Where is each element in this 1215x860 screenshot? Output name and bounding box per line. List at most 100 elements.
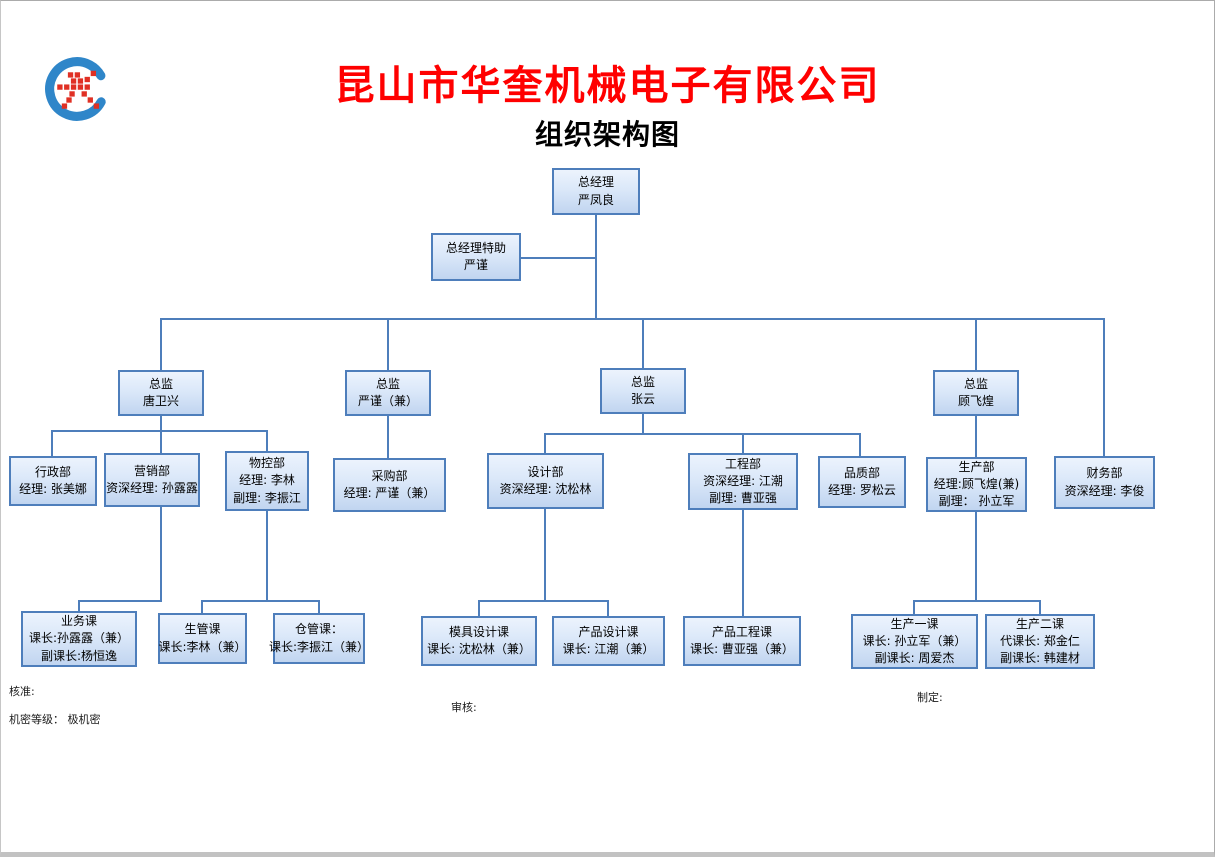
org-node-text: 课长:李振江（兼）	[268, 639, 370, 654]
org-node-text: 课长: 曹亚强（兼）	[690, 642, 794, 656]
org-node-sec-production-control: 生管课课长:李林（兼）	[158, 613, 247, 664]
connector-line	[595, 214, 597, 320]
org-node-text: 张云	[630, 392, 655, 406]
org-node-text: 副课长: 周爱杰	[874, 651, 955, 666]
org-node-sec-product-design: 产品设计课课长: 江潮（兼）	[552, 616, 665, 666]
org-node-text: 品质部	[843, 465, 880, 480]
connector-line	[51, 430, 53, 457]
connector-line	[160, 318, 1105, 320]
org-node-text: 总监	[630, 374, 655, 389]
org-node-text: 唐卫兴	[142, 394, 179, 408]
connector-line	[51, 430, 268, 432]
org-node-text: 生管课	[184, 622, 221, 637]
org-node-text: 经理: 严谨（兼）	[343, 486, 436, 500]
connector-line	[544, 433, 861, 435]
connector-line	[607, 600, 609, 617]
org-node-text: 行政部	[34, 464, 71, 479]
org-node-text: 严谨（兼）	[357, 394, 418, 408]
connector-line	[913, 600, 1041, 602]
org-node-text: 资深经理: 孙露露	[106, 481, 198, 495]
org-node-text: 课长:李林（兼）	[158, 639, 247, 654]
org-node-dept-marketing: 营销部资深经理: 孙露露	[104, 453, 200, 507]
org-node-text: 营销部	[133, 463, 170, 478]
org-node-text: 严凤良	[577, 192, 614, 207]
connector-line	[201, 600, 320, 602]
org-node-text: 课长: 沈松林（兼）	[427, 642, 531, 656]
footer-secrecy-label: 机密等级： 极机密	[9, 713, 101, 726]
org-node-gm: 总经理严凤良	[552, 168, 640, 215]
company-title: 昆山市华奎机械电子有限公司	[334, 62, 881, 109]
connector-line	[642, 318, 644, 369]
org-node-sec-production-2: 生产二课代课长: 郑金仁副课长: 韩建材	[985, 614, 1095, 669]
org-node-text: 顾飞煌	[957, 394, 994, 408]
org-node-director-zhangyun: 总监张云	[600, 368, 686, 414]
connector-line	[478, 600, 480, 617]
connector-line	[78, 600, 80, 612]
org-node-dept-finance: 财务部资深经理: 李俊	[1054, 456, 1155, 509]
org-node-text: 副理: 李振江	[233, 490, 301, 505]
connector-line	[387, 318, 389, 371]
footer-review-label: 审核:	[451, 701, 477, 714]
org-node-gm-assistant: 总经理特助严谨	[431, 233, 521, 281]
connector-line	[742, 509, 744, 617]
org-node-text: 仓管课：	[294, 622, 343, 637]
org-node-sec-business: 业务课课长:孙露露（兼） 副课长:杨恒逸	[21, 611, 137, 667]
chart-subtitle: 组织架构图	[534, 118, 680, 151]
org-node-text: 业务课	[60, 614, 97, 629]
org-node-sec-production-1: 生产一课课长: 孙立军（兼） 副课长: 周爱杰	[851, 614, 978, 669]
org-node-text: 课长:孙露露（兼）	[28, 631, 130, 646]
org-node-text: 总经理	[577, 175, 614, 190]
org-node-text: 产品工程课	[711, 624, 772, 639]
connector-line	[160, 318, 162, 371]
footer-approve-label: 核准:	[9, 685, 35, 698]
connector-line	[160, 506, 162, 602]
org-node-text: 副课长: 韩建材	[1000, 651, 1080, 666]
org-node-text: 课长: 孙立军（兼）	[862, 633, 967, 648]
org-node-text: 资深经理: 李俊	[1064, 483, 1145, 498]
org-node-text: 副理： 孙立军	[938, 494, 1015, 509]
connector-line	[78, 600, 162, 602]
org-node-dept-material-control: 物控部经理: 李林副理: 李振江	[225, 451, 309, 511]
connector-line	[859, 433, 861, 457]
connector-line	[266, 430, 268, 452]
org-node-text: 副课长:杨恒逸	[40, 648, 118, 663]
org-node-text: 设计部	[527, 464, 564, 479]
org-node-text: 总监	[963, 376, 988, 391]
org-node-text: 工程部	[724, 456, 761, 471]
org-node-dept-admin: 行政部经理: 张美娜	[9, 456, 97, 506]
org-node-text: 资深经理: 沈松林	[499, 482, 592, 496]
org-node-dept-purchasing: 采购部经理: 严谨（兼）	[333, 458, 446, 512]
org-node-text: 生产一课	[890, 616, 939, 631]
org-node-text: 经理: 张美娜	[19, 482, 87, 496]
org-node-text: 物控部	[248, 456, 285, 471]
org-node-text: 严谨	[463, 258, 488, 272]
org-node-text: 代课长: 郑金仁	[1000, 633, 1080, 648]
connector-line	[160, 415, 162, 454]
connector-line	[266, 510, 268, 602]
org-node-sec-product-engineering: 产品工程课课长: 曹亚强（兼）	[683, 616, 801, 666]
connector-line	[544, 508, 546, 602]
connector-line	[975, 318, 977, 371]
org-node-text: 课长: 江潮（兼）	[562, 642, 655, 656]
org-node-text: 财务部	[1086, 466, 1123, 481]
org-node-director-yanjin: 总监严谨（兼）	[345, 370, 431, 416]
org-node-text: 产品设计课	[578, 624, 639, 639]
org-node-text: 模具设计课	[448, 624, 509, 639]
org-node-director-gufeihuang: 总监顾飞煌	[933, 370, 1019, 416]
connector-line	[913, 600, 915, 615]
company-logo-icon	[39, 49, 115, 129]
org-node-text: 采购部	[371, 468, 408, 483]
org-node-dept-production: 生产部经理:顾飞煌(兼)副理： 孙立军	[926, 457, 1027, 512]
connector-line	[387, 415, 389, 459]
connector-line	[1039, 600, 1041, 615]
org-node-text: 总监	[148, 376, 173, 391]
connector-line	[742, 433, 744, 454]
footer-draft-label: 制定:	[917, 691, 943, 704]
org-node-dept-design: 设计部资深经理: 沈松林	[487, 453, 604, 509]
org-node-dept-quality: 品质部经理: 罗松云	[818, 456, 906, 508]
connector-line	[318, 600, 320, 614]
connector-line	[642, 413, 644, 435]
org-node-text: 副理: 曹亚强	[709, 491, 777, 506]
org-node-text: 经理: 罗松云	[828, 483, 896, 497]
